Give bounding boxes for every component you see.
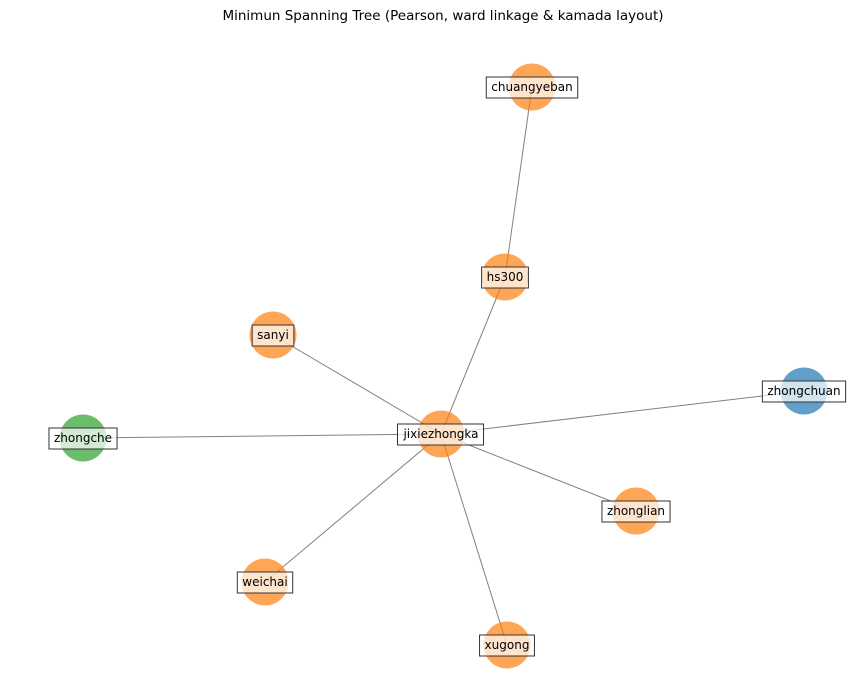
chart-title: Minimun Spanning Tree (Pearson, ward lin… bbox=[222, 8, 664, 24]
node-label-box bbox=[251, 324, 295, 347]
labels-layer: chuangyeban hs300 sanyi zhongche jixiezhongk… bbox=[48, 76, 847, 657]
node-label-box bbox=[479, 634, 535, 657]
edge-hs300-jixiezhongka bbox=[440, 276, 506, 435]
node-label-box bbox=[236, 571, 294, 594]
node-label-zhongche: zhongche bbox=[48, 427, 118, 450]
node-label-text: hs300 bbox=[487, 270, 524, 284]
node-label-box bbox=[761, 380, 847, 403]
node-label-box bbox=[396, 423, 485, 446]
edges-layer bbox=[82, 86, 805, 646]
node-label-text: zhongche bbox=[54, 431, 112, 445]
node-label-box bbox=[601, 500, 671, 523]
node-label-text: zhonglian bbox=[607, 504, 665, 518]
node-label-xugong: xugong bbox=[479, 634, 535, 657]
edge-sanyi-jixiezhongka bbox=[272, 334, 442, 435]
node-label-zhongchuan: zhongchuan bbox=[761, 380, 847, 403]
node-label-text: xugong bbox=[485, 638, 530, 652]
node-label-text: sanyi bbox=[257, 328, 289, 342]
node-label-box bbox=[481, 266, 529, 289]
node-label-chuangyeban: chuangyeban bbox=[485, 76, 579, 99]
edge-zhongchuan-jixiezhongka bbox=[440, 390, 805, 435]
edge-weichai-jixiezhongka bbox=[264, 433, 442, 583]
edge-chuangyeban-hs300 bbox=[504, 86, 533, 278]
node-label-jixiezhongka: jixiezhongka bbox=[396, 423, 485, 446]
edge-xugong-jixiezhongka bbox=[440, 433, 508, 646]
node-label-zhonglian: zhonglian bbox=[601, 500, 671, 523]
nodes-layer bbox=[59, 63, 828, 669]
node-label-text: jixiezhongka bbox=[402, 427, 478, 441]
node-label-box bbox=[48, 427, 118, 450]
node-label-text: chuangyeban bbox=[491, 80, 572, 94]
node-label-box bbox=[485, 76, 579, 99]
node-label-text: zhongchuan bbox=[767, 384, 840, 398]
node-label-sanyi: sanyi bbox=[251, 324, 295, 347]
edge-zhonglian-jixiezhongka bbox=[440, 433, 637, 512]
node-label-text: weichai bbox=[242, 575, 287, 589]
edge-zhongche-jixiezhongka bbox=[82, 433, 442, 439]
node-label-weichai: weichai bbox=[236, 571, 294, 594]
node-label-hs300: hs300 bbox=[481, 266, 529, 289]
